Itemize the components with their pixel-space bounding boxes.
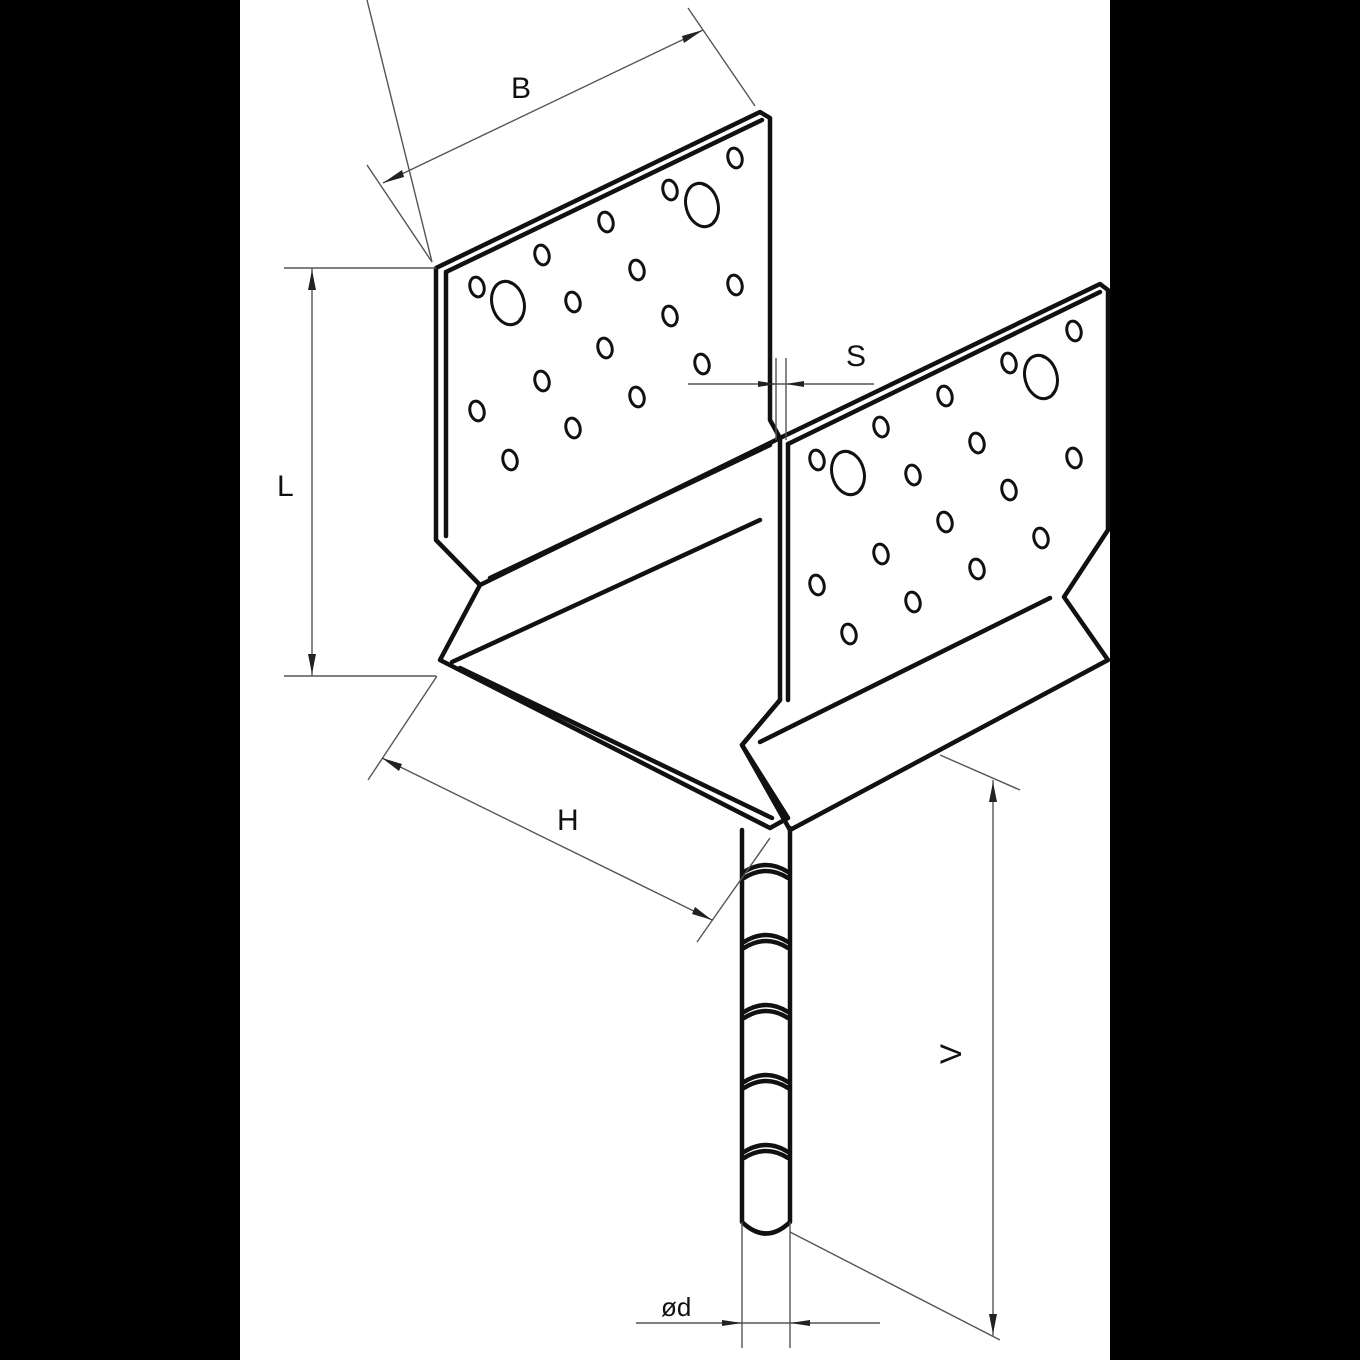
dimension-b: B xyxy=(366,0,756,263)
dimension-v: V xyxy=(789,754,1021,1341)
left-plate xyxy=(433,109,791,831)
left-plate-holes xyxy=(468,146,744,472)
dimension-s: S xyxy=(688,340,874,440)
dimension-h: H xyxy=(367,675,771,943)
small-hole xyxy=(468,275,486,299)
right-plate xyxy=(739,281,1111,833)
dimension-label-b: B xyxy=(511,72,531,105)
drawing-canvas xyxy=(240,0,1110,1360)
ribbed-rod xyxy=(739,825,793,1236)
dimension-label-v: V xyxy=(935,1044,968,1064)
dimension-label-s: S xyxy=(846,340,866,373)
dimension-diameter: ød xyxy=(636,1222,880,1348)
dimension-label-l: L xyxy=(277,470,294,503)
dimension-l: L xyxy=(277,267,436,677)
dimension-label-d: ød xyxy=(661,1292,691,1322)
dimension-label-h: H xyxy=(557,804,579,837)
right-plate-holes xyxy=(808,319,1083,646)
